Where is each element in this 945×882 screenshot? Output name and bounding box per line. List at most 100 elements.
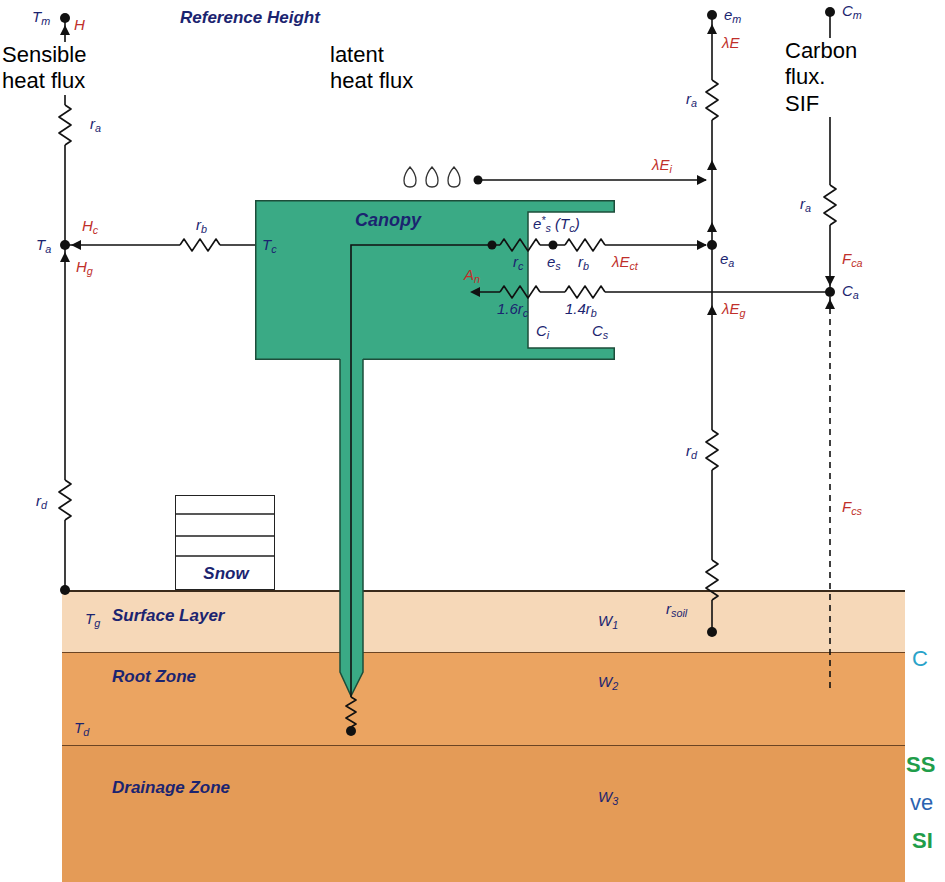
- variable-label: 1.4rb: [565, 300, 597, 320]
- layer-name: Surface Layer: [112, 606, 224, 626]
- subscript: c: [271, 243, 276, 255]
- text-holder: em: [724, 6, 741, 26]
- flux-label: An: [464, 266, 480, 286]
- junction-dot: [60, 585, 70, 595]
- text-holder: rd: [686, 442, 697, 462]
- text-holder: Cs: [592, 322, 608, 342]
- text-holder: Surface Layer: [112, 606, 224, 626]
- edge-text: SI: [912, 828, 933, 854]
- text-holder: Tm: [32, 8, 50, 28]
- junction-dot: [825, 287, 835, 297]
- text-holder: SS: [906, 752, 935, 778]
- variable-label: Tm: [32, 8, 50, 28]
- variable-label: e*s (Tc): [533, 214, 580, 235]
- soil-band: Root ZoneTdW2: [62, 652, 905, 745]
- text-holder: rb: [196, 216, 207, 236]
- junction-dot: [488, 241, 497, 250]
- text-holder: Snow: [203, 564, 248, 584]
- text-holder: Ci: [536, 322, 549, 342]
- variable-label: ra: [90, 115, 101, 135]
- variable-label: Tc: [262, 236, 277, 256]
- variable-label: em: [724, 6, 741, 26]
- subscript: d: [83, 726, 89, 738]
- variable-label: W1: [598, 612, 618, 632]
- subscript: s: [555, 260, 560, 272]
- text-holder: ra: [686, 90, 697, 110]
- subscript: g: [739, 307, 745, 319]
- text-holder: H: [74, 16, 85, 34]
- flux-label: Fcs: [842, 498, 862, 518]
- annotation-label: latent heat flux: [330, 42, 424, 95]
- flux-wire: [65, 12, 830, 697]
- text-holder: Reference Height: [180, 8, 320, 28]
- text-holder: rc: [513, 253, 523, 273]
- text-holder: Canopy: [355, 210, 421, 232]
- soil-band: TgSurface LayerW1: [62, 590, 905, 652]
- subscript: 1: [612, 619, 618, 631]
- canopy-shape: [256, 201, 615, 360]
- text-holder: Drainage Zone: [112, 778, 230, 798]
- soil-band: Drainage ZoneW3: [62, 745, 905, 882]
- variable-label: Ta: [36, 236, 51, 256]
- text-holder: Td: [74, 719, 89, 739]
- flux-label: λEg: [722, 300, 745, 320]
- junction-dots: [60, 7, 835, 736]
- variable-label: rd: [686, 442, 697, 462]
- subscript: c: [523, 307, 528, 319]
- junction-dot: [474, 176, 483, 185]
- plant-stem-outline: [340, 359, 363, 696]
- edge-text: ve: [910, 790, 933, 816]
- flux-label: λE: [722, 34, 739, 52]
- annotation-label: Carbon flux. SIF: [785, 38, 863, 117]
- variable-label: Cs: [592, 322, 608, 342]
- subscript: ca: [851, 257, 862, 269]
- flux-label: Hc: [82, 217, 98, 237]
- text-holder: Root Zone: [112, 667, 196, 687]
- junction-dot: [549, 241, 558, 250]
- text-holder: Ta: [36, 236, 51, 256]
- subscript: m: [41, 15, 50, 27]
- variable-label: rsoil: [666, 600, 687, 620]
- subscript: a: [45, 243, 51, 255]
- text-holder: C: [912, 646, 928, 672]
- text-holder: 1.6rc: [497, 300, 528, 320]
- subscript: g: [94, 617, 100, 629]
- text-holder: es: [547, 253, 561, 273]
- text-holder: rb: [578, 253, 589, 273]
- subscript: d: [691, 449, 697, 461]
- variable-label: ea: [720, 250, 734, 270]
- text-holder: ea: [720, 250, 734, 270]
- flux-label: H: [74, 16, 85, 34]
- subscript: b: [583, 260, 589, 272]
- subscript: 3: [612, 795, 618, 807]
- reference-label: Reference Height: [180, 8, 320, 28]
- subscript: g: [87, 265, 93, 277]
- text-holder: W3: [598, 788, 618, 808]
- junction-dot: [60, 240, 70, 250]
- variable-label: rb: [578, 253, 589, 273]
- text-holder: ra: [800, 195, 811, 215]
- subscript: b: [201, 223, 207, 235]
- subscript: a: [805, 202, 811, 214]
- subscript: a: [728, 257, 734, 269]
- text-holder: Sensible heat flux: [2, 42, 98, 95]
- edge-text: SS: [906, 752, 935, 778]
- snow-layers: [176, 514, 274, 556]
- subscript: m: [732, 13, 741, 25]
- text-holder: Fcs: [842, 498, 862, 518]
- subscript: a: [853, 289, 859, 301]
- text-holder: Hg: [76, 258, 93, 278]
- variable-label: Cm: [842, 2, 862, 22]
- subscript: a: [95, 122, 101, 134]
- junction-dot: [346, 726, 356, 736]
- text-holder: rsoil: [666, 600, 687, 620]
- text-holder: λEct: [612, 253, 638, 273]
- subscript: s: [546, 222, 551, 234]
- variable-label: rb: [196, 216, 207, 236]
- subscript: cs: [851, 505, 862, 517]
- junction-dot: [707, 627, 717, 637]
- snow-box: Snow: [175, 495, 275, 590]
